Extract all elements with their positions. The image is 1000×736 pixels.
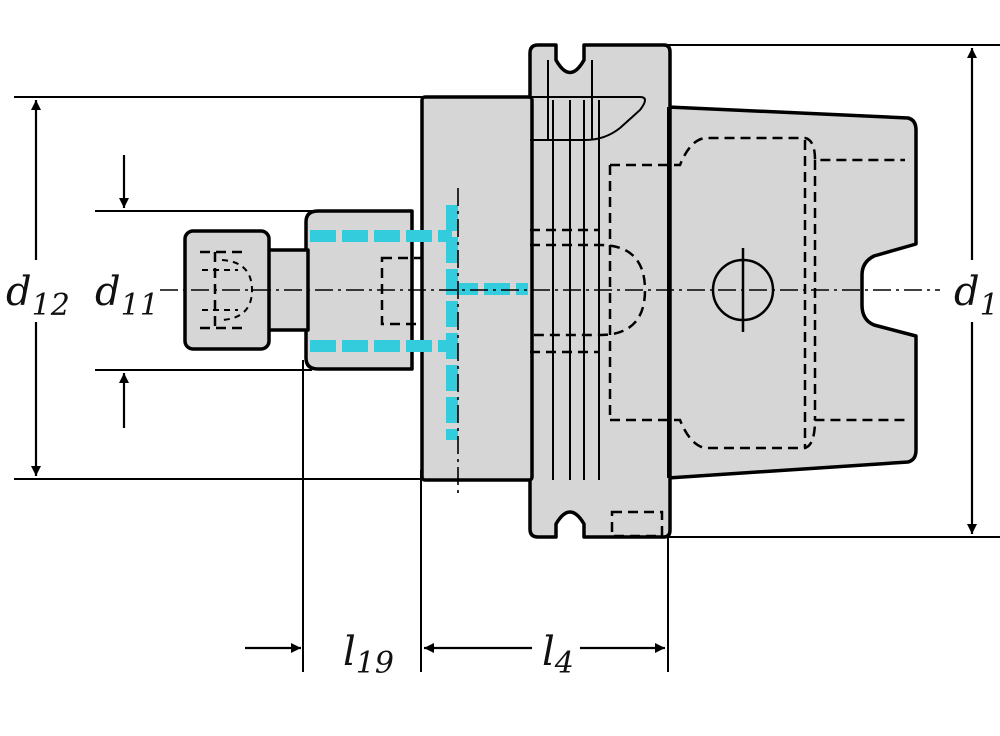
label-d1: d1 [954, 269, 999, 323]
extension-lines [14, 44, 1000, 672]
center-lines [160, 188, 940, 494]
label-d11: d11 [95, 269, 159, 323]
holder-body [183, 43, 918, 539]
coolant-channels [310, 205, 528, 440]
label-l19: l19 [343, 629, 394, 681]
taper-shank [666, 105, 918, 480]
dimension-arrows [31, 48, 977, 653]
hex-socket [202, 259, 254, 321]
label-d12: d12 [6, 269, 70, 323]
label-l4: l4 [542, 629, 574, 681]
dimension-labels: d12 d11 d1 l19 l4 [6, 269, 999, 681]
hidden-lines [200, 136, 905, 538]
